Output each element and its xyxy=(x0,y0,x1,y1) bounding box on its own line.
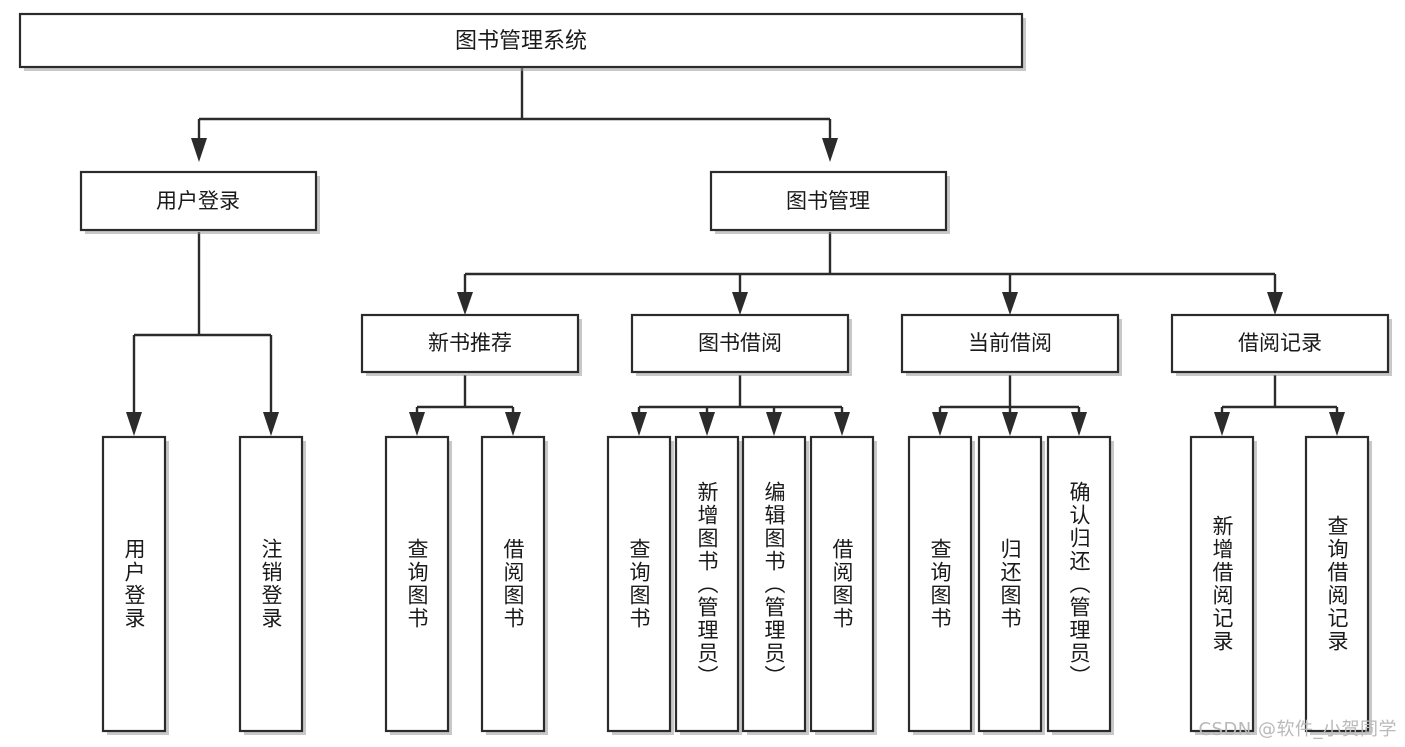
arrow-user-login xyxy=(191,138,207,162)
arrow-leaf-return-book xyxy=(1002,412,1018,436)
arrow-leaf-borrow-book-2 xyxy=(834,412,850,436)
node-borrow-record-label: 借阅记录 xyxy=(1238,331,1322,355)
node-new-book-recommend[interactable] xyxy=(360,313,580,374)
arrow-leaf-query-book-3 xyxy=(932,412,948,436)
node-leaf-return-book[interactable] xyxy=(977,435,1043,733)
arrow-leaf-logout xyxy=(263,412,279,436)
arrow-leaf-add-book xyxy=(699,412,715,436)
node-new-book-recommend-label: 新书推荐 xyxy=(428,331,512,355)
node-book-management-label: 图书管理 xyxy=(786,189,870,213)
node-book-management[interactable] xyxy=(709,170,948,232)
node-leaf-borrow-book-2[interactable] xyxy=(809,435,875,733)
arrow-leaf-query-record xyxy=(1329,412,1345,436)
node-layer: 图书管理系统 用户登录 图书管理 新书推荐 图书借阅 当前借阅 借阅记录 xyxy=(18,12,1392,735)
node-root-label: 图书管理系统 xyxy=(455,29,587,54)
node-book-borrow-label: 图书借阅 xyxy=(698,331,782,355)
arrow-book-borrow xyxy=(732,292,748,315)
node-leaf-query-book-1[interactable] xyxy=(384,435,450,733)
node-leaf-add-record[interactable] xyxy=(1189,435,1255,733)
arrow-leaf-query-book-2 xyxy=(631,412,647,436)
arrow-leaf-user-login xyxy=(126,412,142,436)
arrow-leaf-edit-book xyxy=(766,412,782,436)
arrow-leaf-confirm-return xyxy=(1071,412,1087,436)
arrow-new-book-recommend xyxy=(457,292,473,315)
arrow-leaf-borrow-book-1 xyxy=(505,412,521,436)
arrow-borrow-record xyxy=(1267,292,1283,315)
node-borrow-record[interactable] xyxy=(1170,313,1390,374)
node-leaf-confirm-return[interactable] xyxy=(1046,435,1112,733)
node-user-login-label: 用户登录 xyxy=(156,189,240,213)
node-leaf-borrow-book-1[interactable] xyxy=(480,435,546,733)
node-current-borrow-label: 当前借阅 xyxy=(968,331,1052,355)
node-leaf-query-book-2[interactable] xyxy=(606,435,672,733)
node-leaf-add-book[interactable] xyxy=(674,435,740,733)
node-user-login[interactable] xyxy=(79,170,318,232)
csdn-watermark: CSDN @软件_小贺同学 xyxy=(1198,719,1397,740)
node-leaf-logout[interactable] xyxy=(238,435,304,733)
node-book-borrow[interactable] xyxy=(630,313,850,374)
node-root[interactable] xyxy=(18,12,1024,69)
node-current-borrow[interactable] xyxy=(900,313,1120,374)
arrow-leaf-query-book-1 xyxy=(409,412,425,436)
node-leaf-query-record[interactable] xyxy=(1304,435,1370,733)
node-leaf-edit-book[interactable] xyxy=(741,435,807,733)
connector-layer xyxy=(126,68,1345,436)
arrow-leaf-add-record xyxy=(1214,412,1230,436)
node-leaf-user-login[interactable] xyxy=(101,435,167,733)
arrow-current-borrow xyxy=(1002,292,1018,315)
arrow-book-management xyxy=(822,138,838,162)
node-leaf-query-book-3[interactable] xyxy=(907,435,973,733)
